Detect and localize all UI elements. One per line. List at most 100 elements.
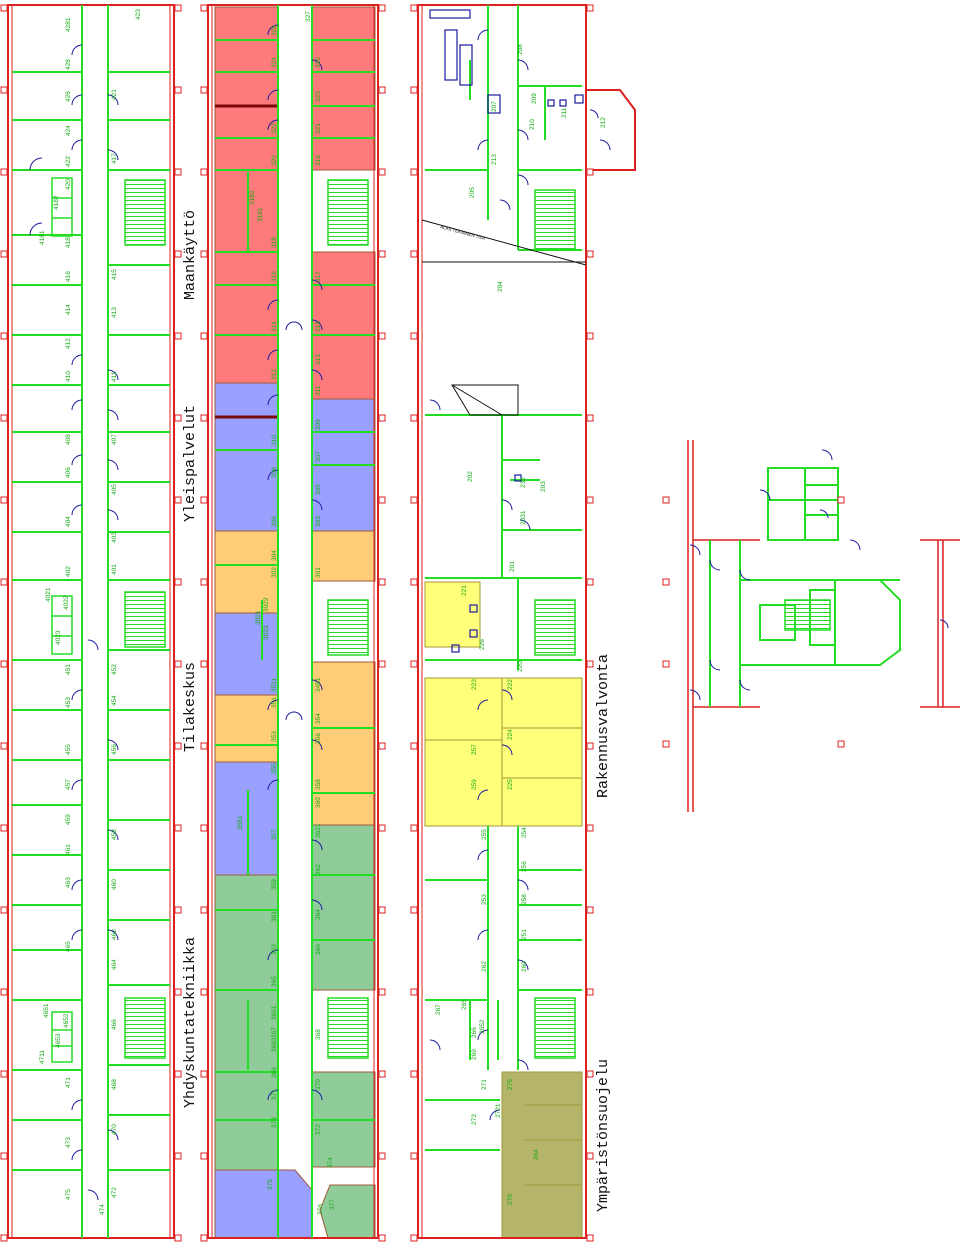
room-label: 251	[521, 929, 528, 940]
room-label: 210	[529, 119, 536, 130]
room-label: 264	[533, 1149, 540, 1160]
room-label: 4281	[65, 17, 72, 32]
room-label: 465	[65, 941, 72, 952]
room-label: 403	[111, 532, 118, 543]
zone-yleispalvelut-left-2	[214, 612, 279, 696]
room-label: 309	[315, 419, 322, 430]
room-label: 3021	[255, 610, 262, 625]
room-label: 463	[65, 877, 72, 888]
dept-title-maankaytto: Maankäyttö	[182, 210, 199, 300]
floor-2-frame	[417, 4, 636, 1239]
room-label: 454	[111, 695, 118, 706]
room-label: 474	[99, 1204, 106, 1215]
floor-3-stairs	[327, 179, 369, 1059]
room-label: 271	[481, 1079, 488, 1090]
room-label: 207	[491, 101, 498, 112]
dept-title-tilakeskus: Tilakeskus	[182, 662, 199, 752]
room-label: 462	[111, 929, 118, 940]
room-label: 472	[111, 1187, 118, 1198]
room-label: 225	[507, 779, 514, 790]
room-label: 267	[435, 1004, 442, 1015]
stair-note: ALAS TEKNINEN TILA	[440, 224, 486, 241]
room-label: 223	[471, 679, 478, 690]
room-label: 269	[471, 1049, 478, 1060]
room-label: 366	[315, 944, 322, 955]
room-label: 422	[65, 156, 72, 167]
room-label: 351	[271, 697, 278, 708]
room-label: 376	[317, 1204, 324, 1215]
room-label: 260	[521, 961, 528, 972]
room-label: 213	[491, 154, 498, 165]
room-label: 420	[65, 179, 72, 190]
room-label: 257	[471, 744, 478, 755]
room-label: 320	[271, 155, 278, 166]
room-label: 313	[315, 354, 322, 365]
room-label: 4022	[63, 595, 70, 610]
zone-yleispalvelut-left	[214, 382, 279, 532]
floor-4-stairs	[124, 179, 166, 1059]
room-label: 323	[315, 91, 322, 102]
room-label: 314	[271, 321, 278, 332]
room-label: 3451	[315, 677, 322, 692]
room-label: 456	[111, 744, 118, 755]
room-label: 2031	[520, 510, 527, 525]
room-label: 418	[65, 237, 72, 248]
room-label: 262	[481, 961, 488, 972]
floor-2-zones	[424, 581, 583, 1239]
room-label: 459	[65, 814, 72, 825]
room-label: 461	[65, 844, 72, 855]
room-label: 367	[271, 1027, 278, 1038]
room-label: 4652	[63, 1013, 70, 1028]
room-label: 203	[540, 481, 547, 492]
room-label: 3551	[237, 815, 244, 830]
room-label: 302	[271, 567, 278, 578]
floor-3-frame	[207, 4, 379, 1239]
floor-4-frame	[7, 4, 175, 1239]
room-label: 204	[497, 281, 504, 292]
room-label: 3022	[263, 597, 270, 612]
floor-4-walls	[12, 5, 170, 1238]
zone-rakennusvalvonta-1	[424, 581, 481, 648]
room-label: 256	[521, 861, 528, 872]
floor-2-fixtures	[429, 9, 584, 653]
room-label: 232	[520, 477, 527, 488]
room-label: 415	[111, 269, 118, 280]
room-label: 364	[315, 909, 322, 920]
room-label: 372	[315, 1124, 322, 1135]
room-label: 325	[315, 57, 322, 68]
floor-3-zones	[214, 6, 376, 1239]
room-label: 416	[65, 271, 72, 282]
room-label: 255	[481, 829, 488, 840]
room-label: 452	[111, 664, 118, 675]
room-label: 358	[315, 779, 322, 790]
room-label: 470	[111, 1124, 118, 1135]
room-label: 401	[111, 564, 118, 575]
room-label: 318	[271, 237, 278, 248]
room-label: 424	[65, 125, 72, 136]
zone-yleispalvelut-left-3	[214, 761, 279, 876]
room-label: 3661	[271, 1005, 278, 1020]
room-label: 458	[111, 829, 118, 840]
room-label: 315	[315, 321, 322, 332]
room-label: 406	[65, 467, 72, 478]
room-label: 357	[271, 829, 278, 840]
annex-stairs	[784, 599, 831, 631]
room-label: 205	[469, 187, 476, 198]
room-label: 353	[271, 731, 278, 742]
room-label: 265	[461, 999, 468, 1010]
room-label: 4181	[39, 230, 46, 245]
room-label: 471	[65, 1077, 72, 1088]
room-label: 365	[271, 976, 278, 987]
zone-tilakeskus-right-1	[311, 530, 376, 582]
room-label: 2652	[479, 1019, 486, 1034]
room-label: 373	[271, 1117, 278, 1128]
room-label: 369	[271, 1067, 278, 1078]
room-label: 308	[271, 467, 278, 478]
room-label: 3662	[271, 1037, 278, 1052]
room-label: 359	[271, 879, 278, 890]
floor-2-ramp	[421, 219, 587, 416]
room-label: 414	[65, 304, 72, 315]
room-label: 413	[111, 307, 118, 318]
room-label: 304	[271, 550, 278, 561]
